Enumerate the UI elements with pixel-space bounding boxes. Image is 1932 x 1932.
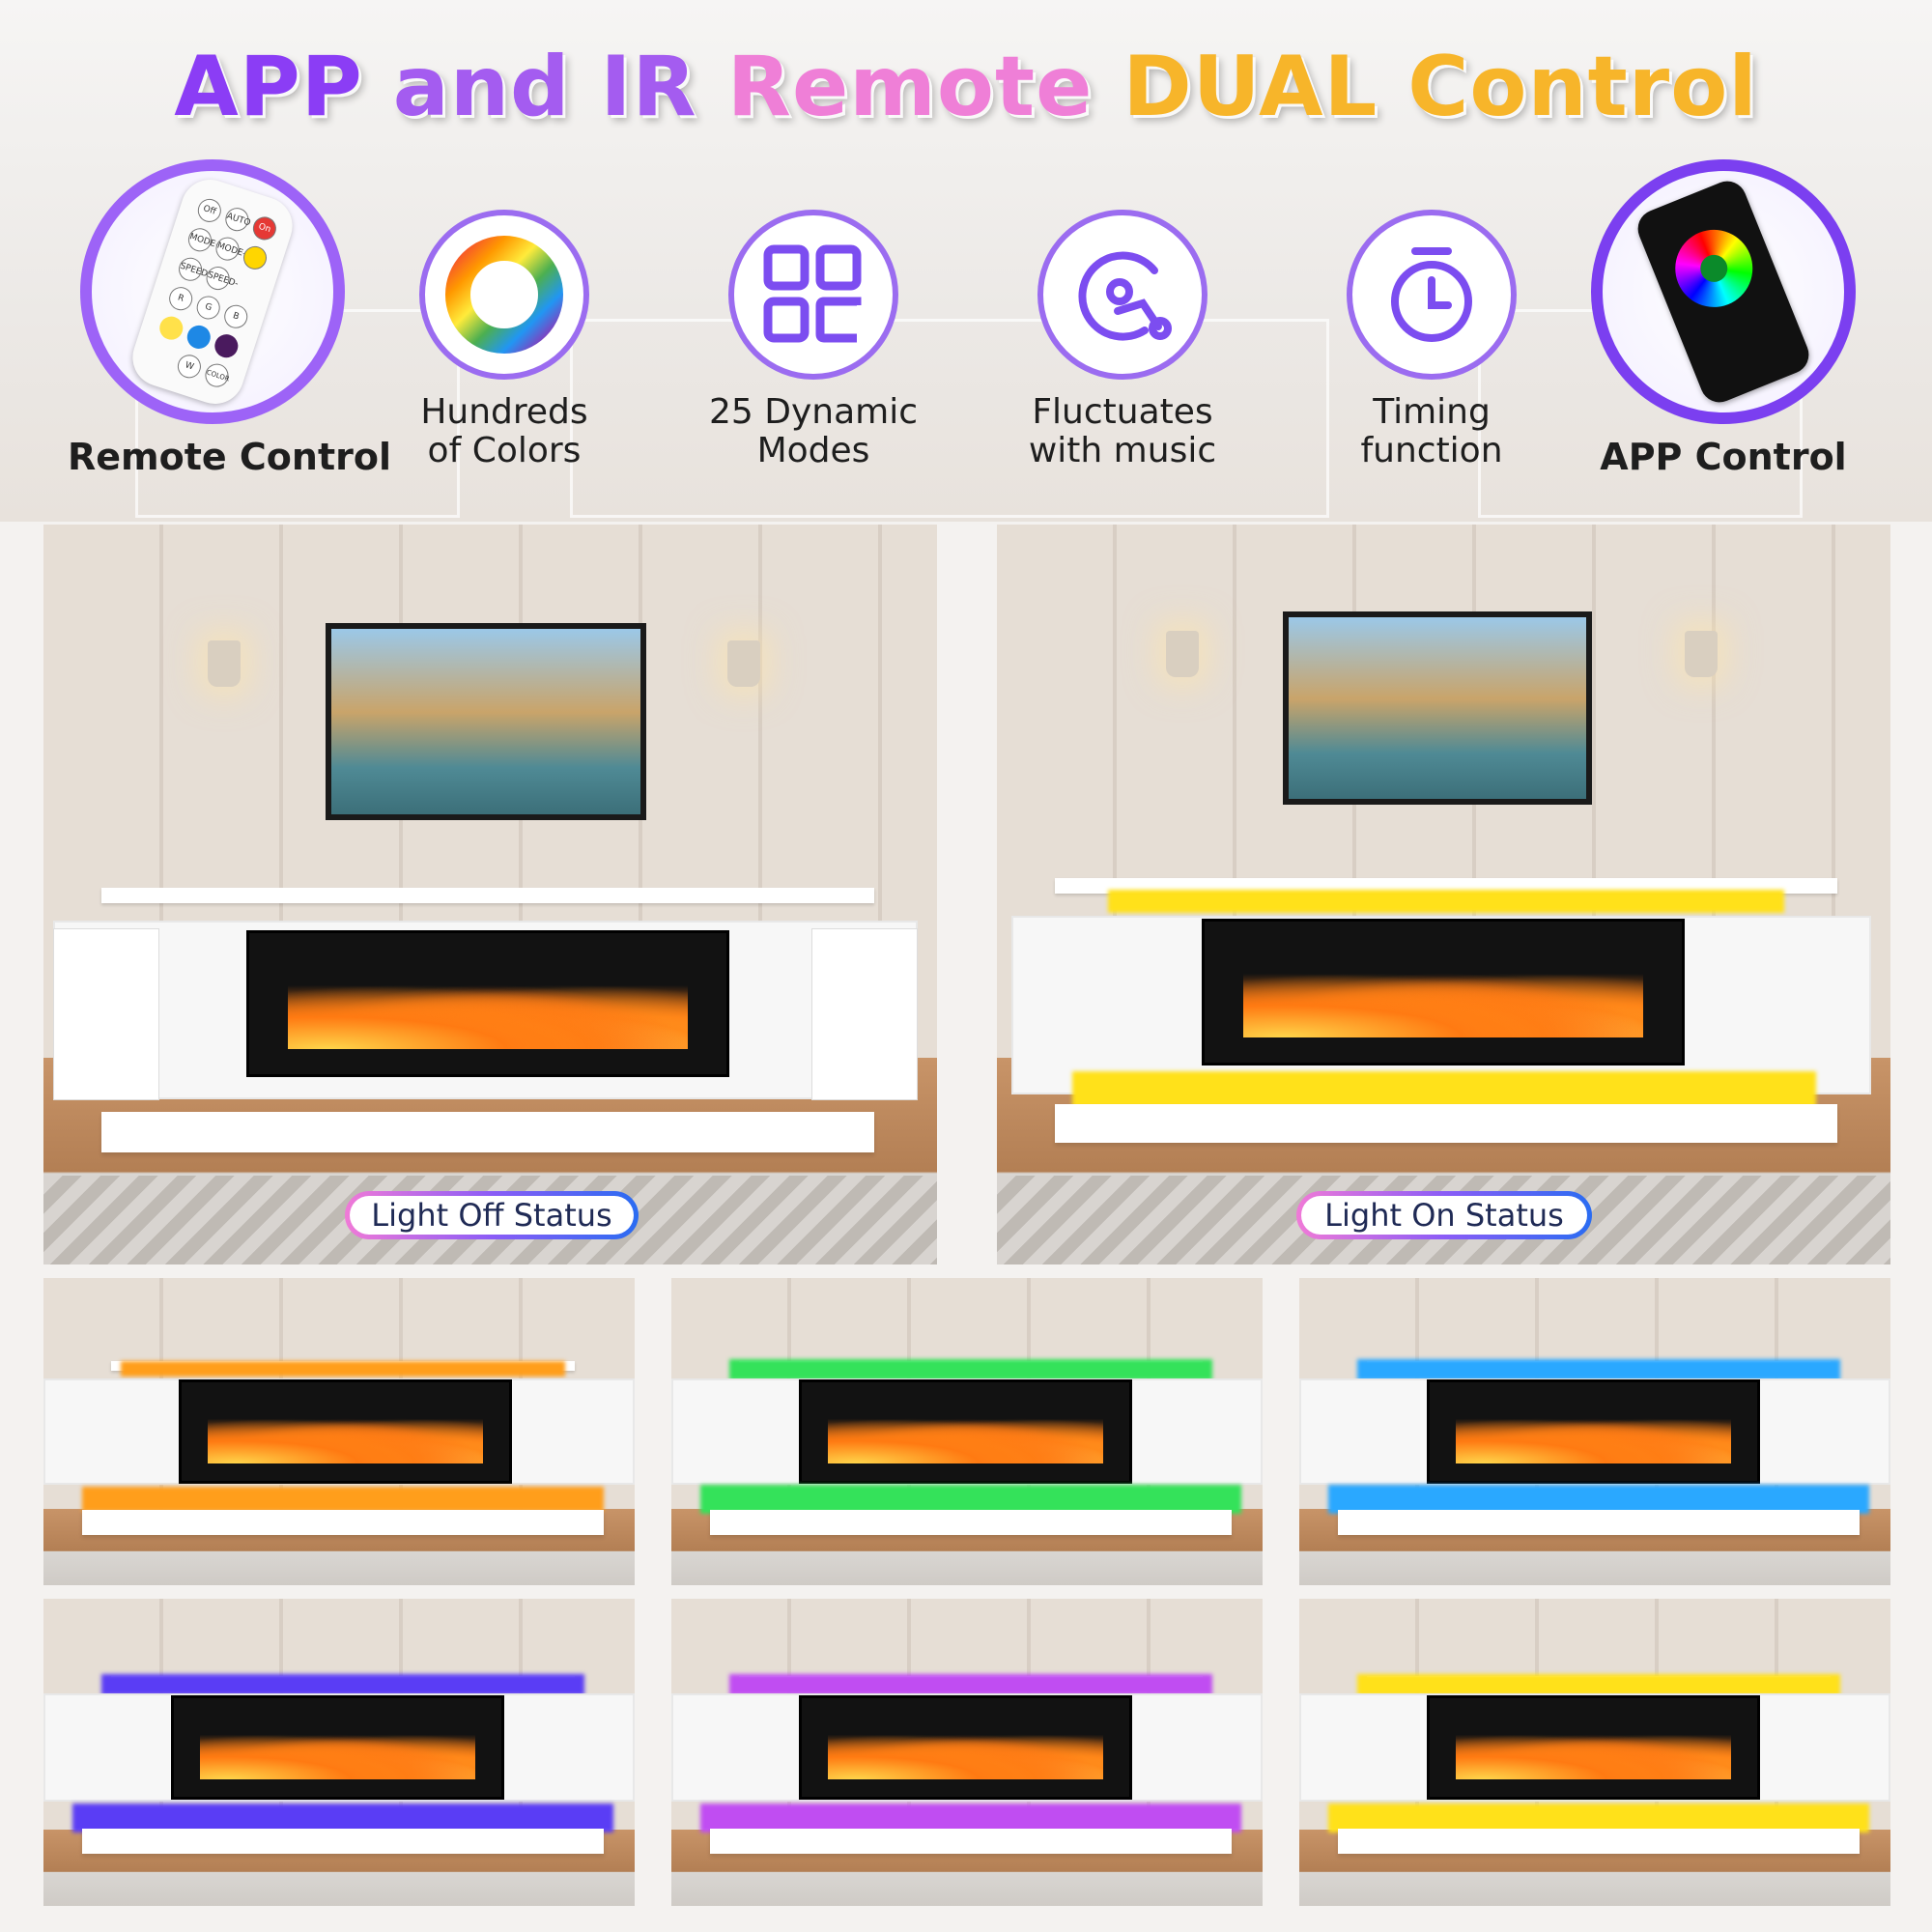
remote-button-speed-plus: SPEED+ [175, 254, 215, 284]
feature-label-line1: Fluctuates [1032, 392, 1213, 432]
remote-button-w: W [174, 352, 205, 382]
phone-app-icon [1591, 159, 1856, 424]
feature-label-line2: of Colors [427, 431, 582, 470]
color-variant-yellow [1299, 1599, 1890, 1906]
remote-color-blue [184, 322, 213, 353]
feature-label-line1: 25 Dynamic [708, 392, 919, 432]
photo-light-off: Light Off Status [43, 525, 937, 1264]
feature-label: APP Control [1600, 436, 1847, 478]
fireplace [1202, 919, 1685, 1065]
remote-button-mode-minus: MODE- [213, 234, 247, 264]
feature-hundreds-of-colors: Hundreds of Colors [388, 210, 620, 470]
photo-light-on: Light On Status [997, 525, 1890, 1264]
title-part-remote: Remote [726, 39, 1094, 135]
feature-fluctuates-with-music: Fluctuates with music [1007, 210, 1238, 470]
color-variant-indigo [43, 1599, 635, 1906]
color-variant-green [671, 1278, 1263, 1585]
remote-button-speed-minus: SPEED- [203, 263, 240, 294]
feature-timing-function: Timing function [1316, 210, 1548, 470]
timer-icon [1347, 210, 1517, 380]
remote-button-r: R [166, 284, 196, 314]
remote-button-mode-plus: MODE+ [185, 225, 223, 255]
feature-label-line2: with music [1028, 431, 1217, 470]
wall-lamp [1685, 631, 1718, 677]
feature-dynamic-modes: 25 Dynamic Modes [697, 210, 929, 470]
feature-app-control: APP Control [1578, 159, 1868, 476]
status-label-light-off: Light Off Status [345, 1191, 639, 1239]
title-part-and-ir: and IR [392, 39, 697, 135]
color-variant-blue [1299, 1278, 1890, 1585]
remote-color-purple [212, 331, 242, 361]
status-label-light-on: Light On Status [1296, 1191, 1592, 1239]
color-variant-orange [43, 1278, 635, 1585]
feature-label-line2: Modes [756, 431, 870, 470]
brightness-icon [240, 242, 270, 273]
wall-lamp [208, 640, 241, 687]
remote-color-yellow [156, 313, 186, 343]
tv-image [326, 623, 646, 820]
wall-lamp [727, 640, 760, 687]
feature-label-line2: function [1360, 431, 1503, 470]
remote-button-color: COLOR [202, 360, 232, 390]
title-part-app: APP [174, 39, 363, 135]
title-part-dual-control: DUAL Control [1122, 39, 1758, 135]
color-variant-purple [671, 1599, 1263, 1906]
wall-lamp [1166, 631, 1199, 677]
feature-remote-control: Off AUTO On MODE+ MODE- SPEED+ SPEED- R … [68, 159, 391, 478]
page-title: APP and IR Remote DUAL Control [0, 39, 1932, 135]
modes-grid-icon [728, 210, 898, 380]
remote-button-on: On [249, 213, 280, 243]
fireplace [246, 930, 729, 1077]
feature-label-line1: Timing [1373, 392, 1491, 432]
tv-image [1283, 611, 1592, 805]
remote-icon: Off AUTO On MODE+ MODE- SPEED+ SPEED- R … [80, 159, 345, 424]
remote-button-auto: AUTO [222, 205, 252, 235]
feature-label: Remote Control [68, 436, 391, 478]
remote-button-g: G [193, 293, 223, 323]
remote-button-b: B [221, 301, 251, 331]
color-wheel-icon [419, 210, 589, 380]
remote-button-off: Off [194, 195, 224, 226]
feature-label-line1: Hundreds [420, 392, 588, 432]
music-icon [1037, 210, 1208, 380]
